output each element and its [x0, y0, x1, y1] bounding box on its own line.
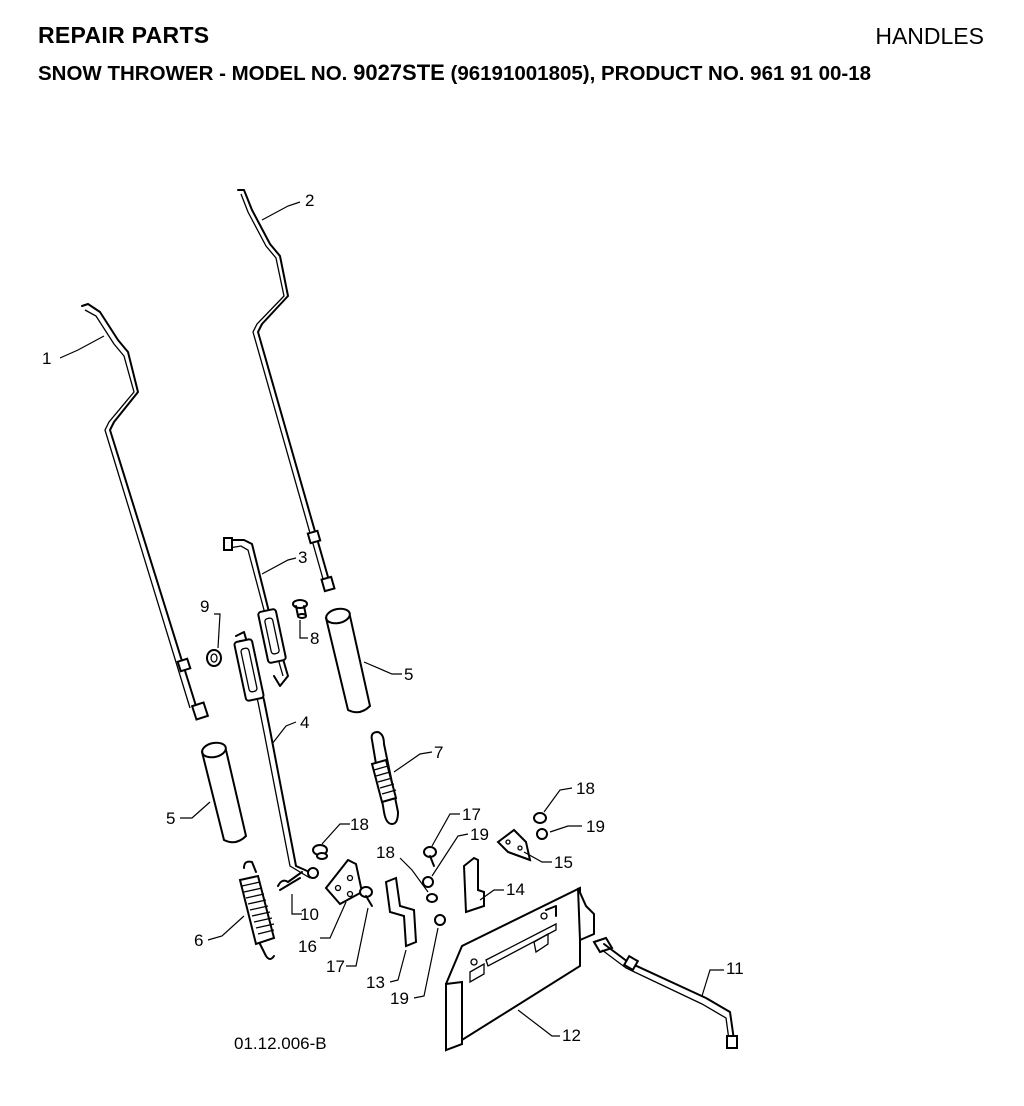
part-19-nut-c	[434, 914, 446, 926]
subtitle-prefix: SNOW THROWER - MODEL NO.	[38, 62, 348, 85]
callout-18-left: 18	[350, 815, 369, 834]
callout-15: 15	[554, 853, 573, 872]
callout-9: 9	[200, 597, 209, 616]
callout-17-lower: 17	[326, 957, 345, 976]
callout-11: 11	[726, 959, 744, 978]
callout-14: 14	[506, 880, 525, 899]
callout-3: 3	[298, 548, 307, 567]
part-5-handle-grip-lower	[200, 741, 248, 844]
part-19-nut-a	[422, 876, 434, 888]
part-18-bolt-c	[533, 812, 547, 824]
part-4-link-rod	[233, 631, 319, 879]
part-17-bolt-b	[359, 886, 373, 907]
callout-6: 6	[194, 931, 203, 950]
page-title: REPAIR PARTS	[38, 22, 210, 48]
callout-4: 4	[300, 713, 309, 732]
part-18-bolt-a	[312, 844, 328, 860]
part-2-control-rod	[237, 189, 336, 593]
part-5-handle-grip-upper	[324, 607, 372, 714]
part-13-bracket	[384, 876, 418, 948]
model-number: 9027STE	[353, 60, 445, 85]
model-subtitle: SNOW THROWER - MODEL NO. 9027STE (961910…	[38, 60, 871, 86]
callout-7: 7	[434, 743, 443, 762]
part-3-link-rod	[223, 537, 289, 687]
callout-17-upper: 17	[462, 805, 481, 824]
part-9-nut	[206, 649, 222, 667]
part-18-bolt-b	[426, 893, 438, 903]
section-title: HANDLES	[875, 23, 984, 49]
callout-13: 13	[366, 973, 385, 992]
callout-18-right: 18	[576, 779, 595, 798]
part-16-plate	[324, 858, 364, 906]
callout-18-middle: 18	[376, 843, 395, 862]
part-10-hairpin	[277, 871, 303, 891]
part-6-spring	[238, 860, 276, 960]
callout-8: 8	[310, 629, 319, 648]
part-19-nut-b	[536, 828, 548, 840]
callout-12: 12	[562, 1026, 581, 1045]
callout-5-upper: 5	[404, 665, 413, 684]
callout-1: 1	[42, 349, 51, 368]
part-12-mounting-plate	[445, 886, 595, 1052]
part-15-plate	[496, 828, 532, 862]
callout-5-lower: 5	[166, 809, 175, 828]
drawing-number: 01.12.006-B	[234, 1034, 327, 1053]
part-8-bolt	[292, 599, 308, 619]
callout-labels: 1 2 3 4 5 5 6 7 8 9 10 11 12 13 14 15 16…	[42, 191, 744, 1045]
callout-16: 16	[298, 937, 317, 956]
part-14-bracket	[462, 856, 485, 914]
part-17-bolt-a	[423, 846, 437, 867]
callout-19-middle: 19	[470, 825, 489, 844]
part-1-control-rod	[81, 303, 210, 721]
callout-19-lower: 19	[390, 989, 409, 1008]
callout-2: 2	[305, 191, 314, 210]
part-7-spring	[370, 731, 399, 825]
callout-19-right: 19	[586, 817, 605, 836]
callout-10: 10	[300, 905, 319, 924]
subtitle-suffix: (96191001805), PRODUCT NO. 961 91 00-18	[450, 62, 872, 85]
part-11-shift-rod	[592, 936, 738, 1049]
leader-lines	[59, 201, 724, 1037]
